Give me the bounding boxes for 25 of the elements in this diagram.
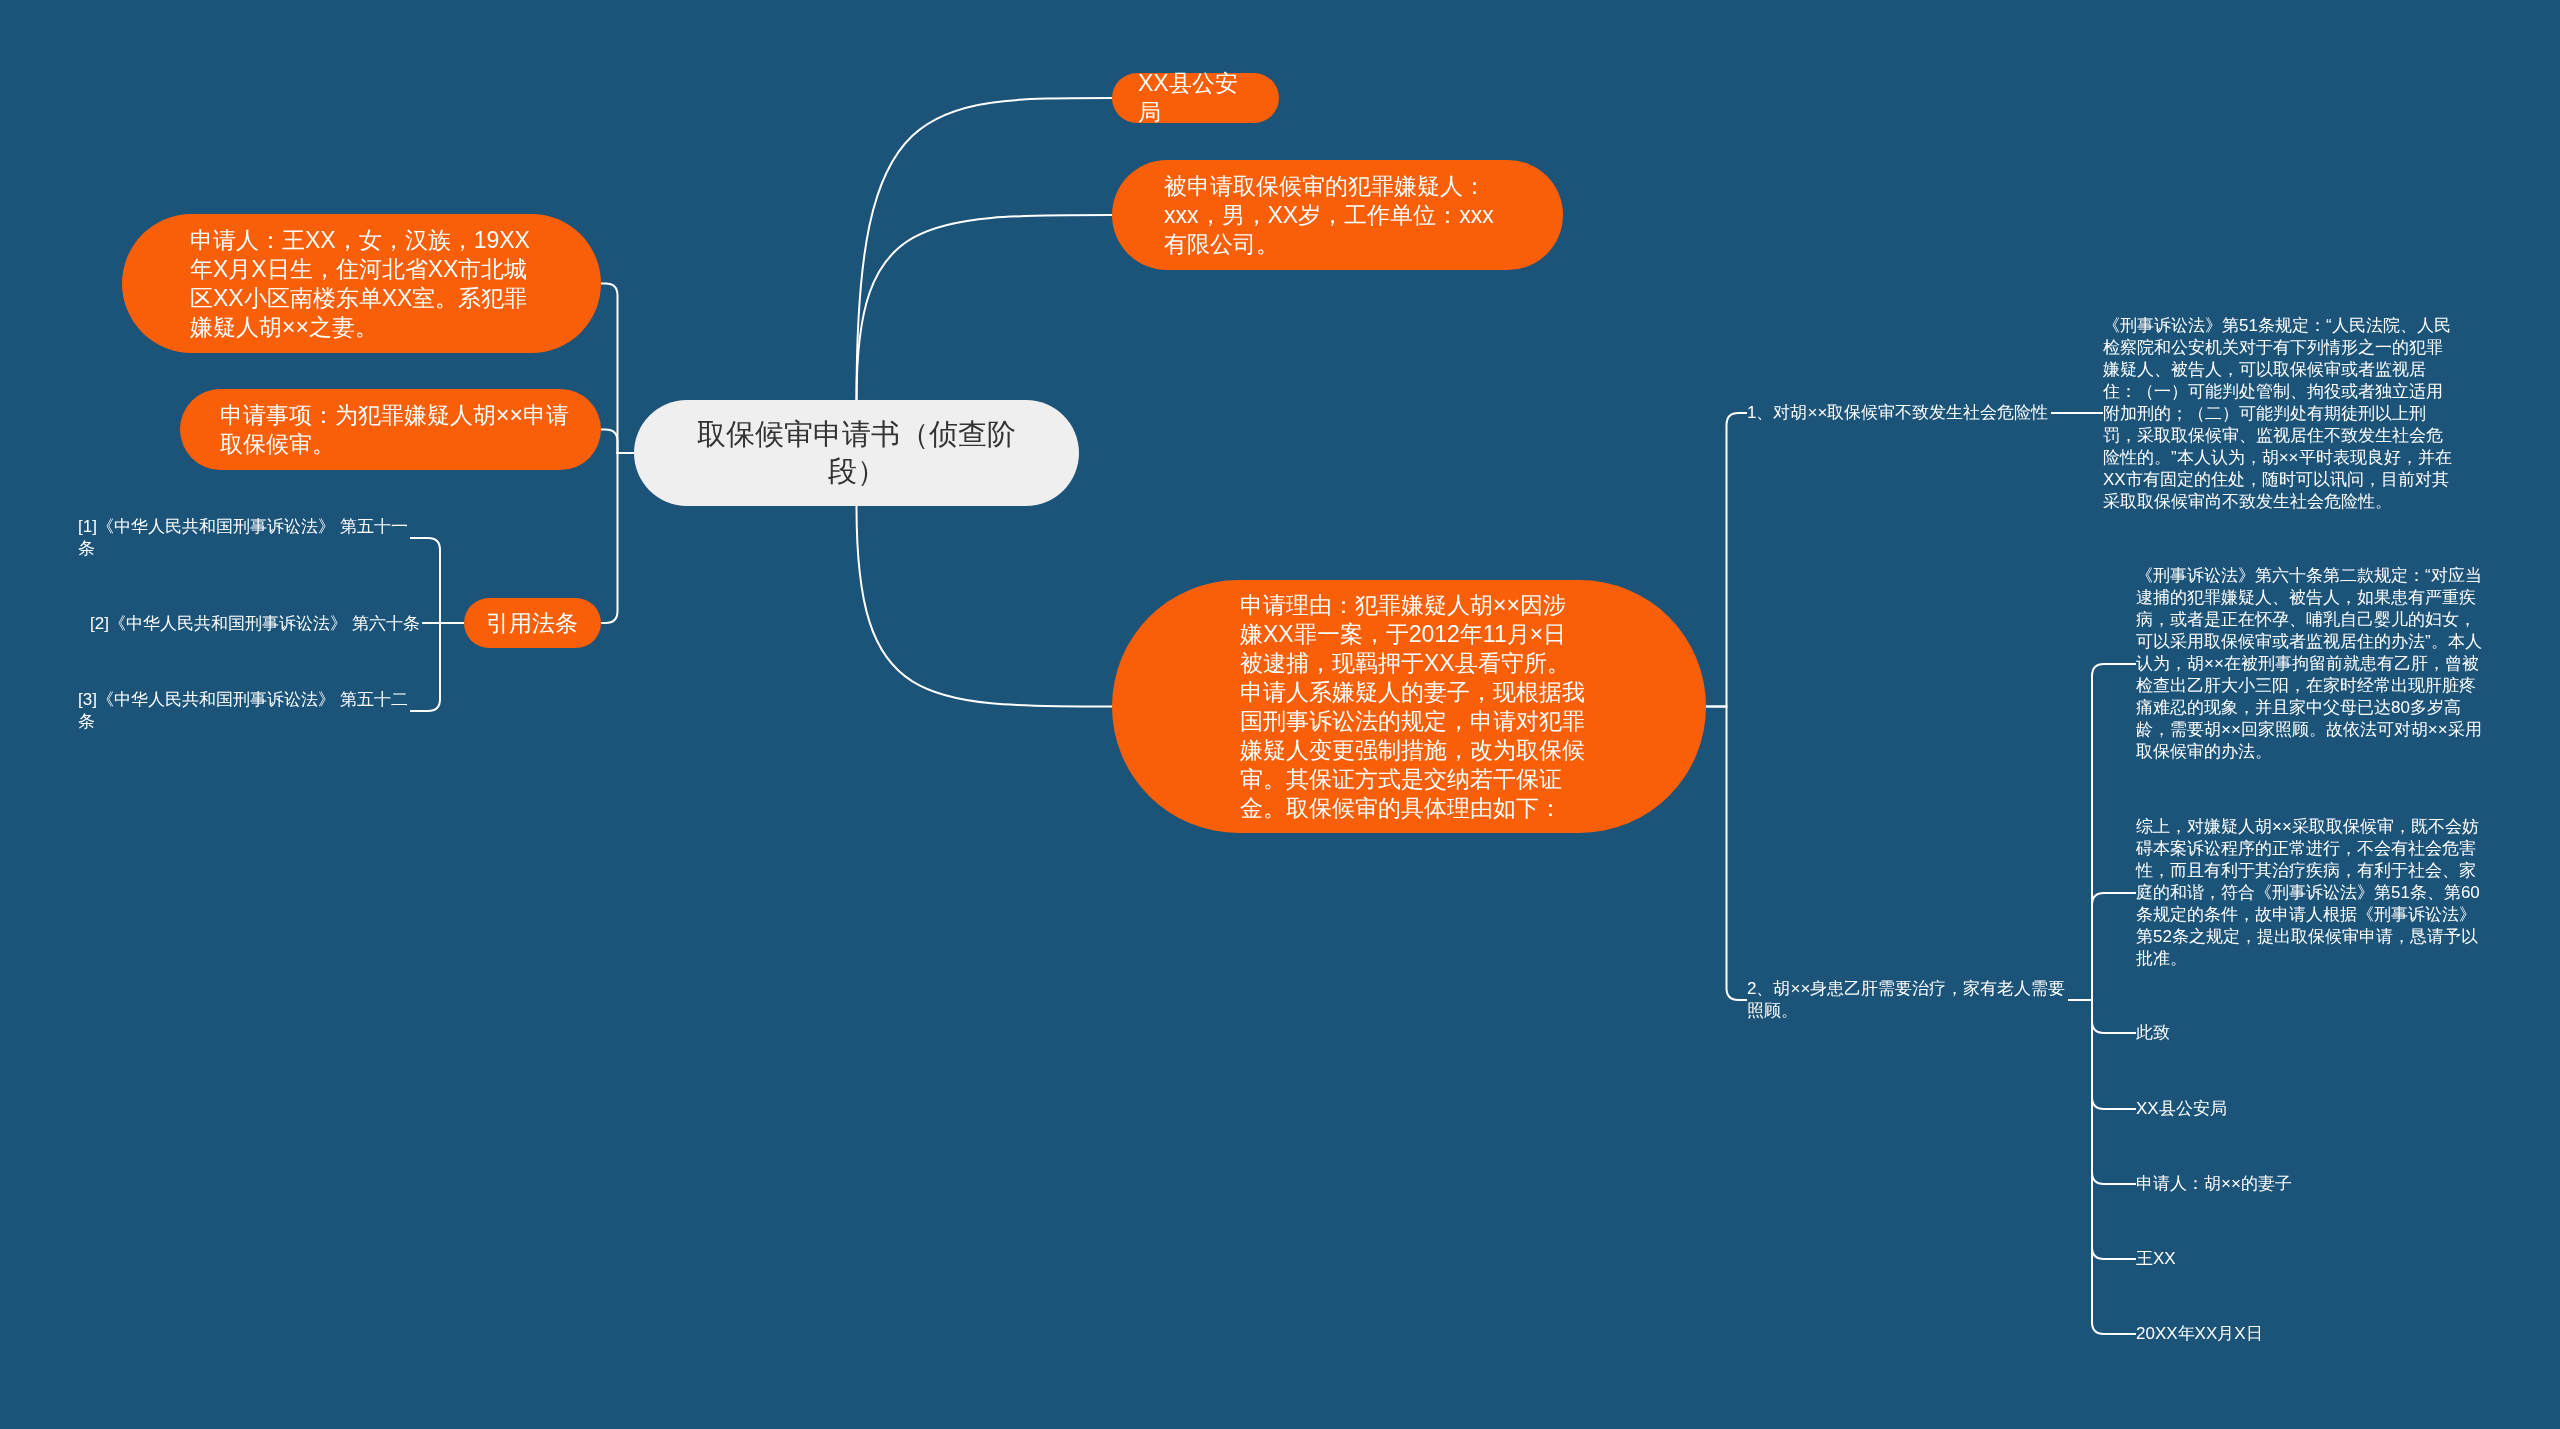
connector-line <box>2067 999 2137 1335</box>
connector-line <box>855 505 1113 708</box>
branch-text: 此致 <box>2136 1022 2172 1044</box>
topic-pill: XX县公安局 <box>1112 73 1279 123</box>
topic-pill: 被申请取保候审的犯罪嫌疑人：xxx，男，XX岁，工作单位：xxx有限公司。 <box>1112 160 1563 270</box>
connector-line <box>855 97 1113 401</box>
branch-text: 1、对胡××取保候审不致发生社会危险性 <box>1747 402 2051 424</box>
topic-pill: 申请事项：为犯罪嫌疑人胡××申请取保候审。 <box>180 389 601 470</box>
topic-pill: 申请理由：犯罪嫌疑人胡××因涉嫌XX罪一案，于2012年11月×日被逮捕，现羁押于XX县看守所。申请人系嫌疑人的妻子，现根据我国刑事诉讼法的规定，申请对犯罪嫌疑人变更强制措施，改为取保候审。其保证方式是交纳若干保证金。取保候审的具体理由如下： <box>1112 580 1706 833</box>
branch-text: 20XX年XX月X日 <box>2136 1323 2265 1345</box>
branch-text: 2、胡××身患乙肝需要治疗，家有老人需要照顾。 <box>1747 978 2068 1022</box>
connector-line <box>2050 412 2104 414</box>
branch-text: [2]《中华人民共和国刑事诉讼法》 第六十条 <box>90 613 422 635</box>
connector-line <box>855 214 1113 401</box>
branch-text: 申请人：胡××的妻子 <box>2136 1173 2294 1195</box>
branch-text: [3]《中华人民共和国刑事诉讼法》 第五十二条 <box>78 689 410 733</box>
branch-text: [1]《中华人民共和国刑事诉讼法》 第五十一条 <box>78 516 410 560</box>
branch-text: 王XX <box>2136 1248 2178 1270</box>
central-topic: 取保候审申请书（侦查阶段） <box>634 400 1079 506</box>
topic-pill: 申请人：王XX，女，汉族，19XX年X月X日生，住河北省XX市北城区XX小区南楼东单XX室。系犯罪嫌疑人胡××之妻。 <box>122 214 601 353</box>
branch-text: 《刑事诉讼法》第六十条第二款规定：“对应当逮捕的犯罪嫌疑人、被告人，如果患有严重疾病，或者是正在怀孕、哺乳自己婴儿的妇女，可以采用取保候审或者监视居住的办法”。本人认为，胡××在被刑事拘留前就患有乙肝，曾被检查出乙肝大小三阳，在家时经常出现肝脏疼痛难忍的现象，并且家中父母已达80多岁高龄，需要胡××回家照顾。故依法可对胡××采用取保候审的办法。 <box>2136 565 2484 763</box>
topic-pill: 引用法条 <box>464 598 601 648</box>
branch-text: 《刑事诉讼法》第51条规定：“人民法院、人民检察院和公安机关对于有下列情形之一的犯罪嫌疑人、被告人，可以取保候审或者监视居住：（一）可能判处管制、拘役或者独立适用附加刑的；（二）可能判处有期徒刑以上刑罚，采取取保候审、监视居住不致发生社会危险性的。”本人认为，胡××平时表现良好，并在XX市有固定的住处，随时可以讯问，目前对其采取取保候审尚不致发生社会危险性。 <box>2103 315 2454 513</box>
branch-text: 综上，对嫌疑人胡××采取取保候审，既不会妨碍本案诉讼程序的正常进行，不会有社会危害性，而且有利于其治疗疾病，有利于社会、家庭的和谐，符合《刑事诉讼法》第51条、第60条规定的条件，故申请人根据《刑事诉讼法》第52条之规定，提出取保候审申请，恳请予以批准。 <box>2136 816 2482 970</box>
branch-text: XX县公安局 <box>2136 1098 2229 1120</box>
